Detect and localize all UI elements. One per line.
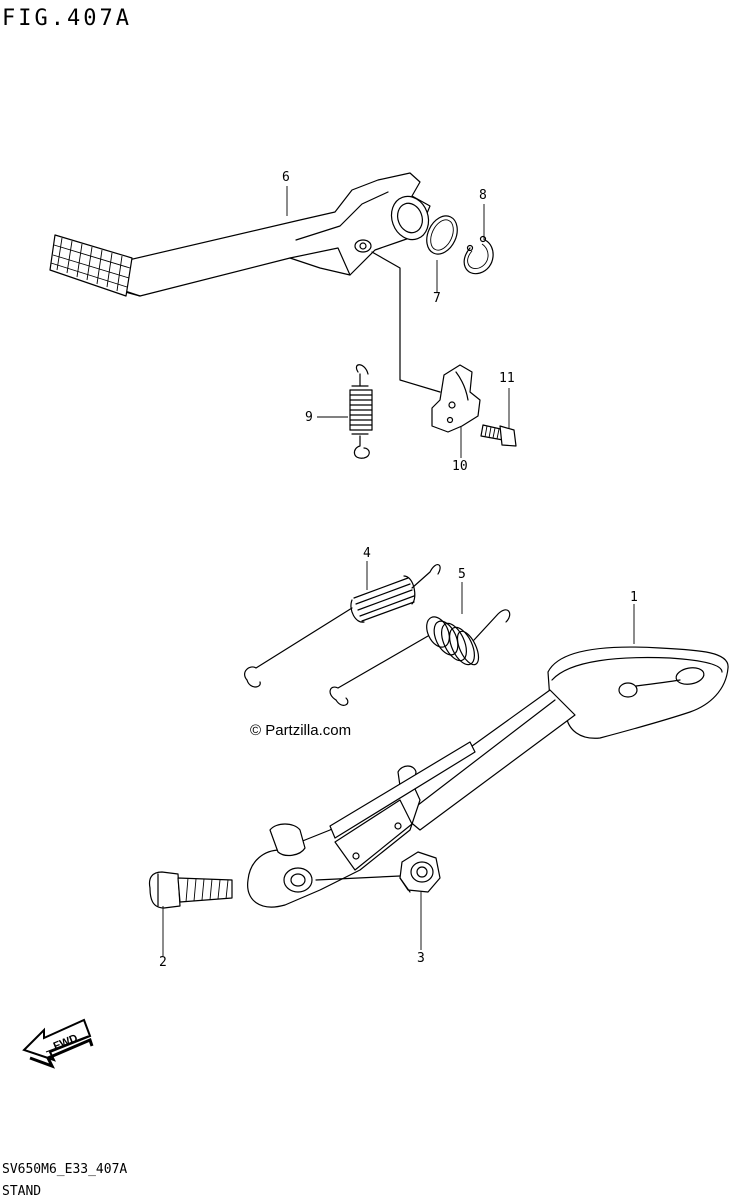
callout-1: 1 <box>630 590 638 605</box>
callout-7: 7 <box>433 291 441 306</box>
callout-9: 9 <box>305 410 313 425</box>
callout-11: 11 <box>499 371 515 386</box>
figure-name: STAND <box>2 1184 42 1199</box>
figure-title: FIG.407A <box>2 6 132 31</box>
callout-2: 2 <box>159 955 167 970</box>
part-10-bracket[interactable] <box>432 365 480 432</box>
part-6-pedal-lever[interactable] <box>50 173 434 296</box>
part-2-bolt[interactable] <box>150 872 233 908</box>
callout-6: 6 <box>282 170 290 185</box>
part-3-nut[interactable] <box>400 852 440 892</box>
part-1-side-stand[interactable] <box>248 647 728 907</box>
callout-3: 3 <box>417 951 425 966</box>
part-11-screw[interactable] <box>481 425 516 446</box>
watermark: © Partzilla.com <box>250 722 352 739</box>
part-5-spring[interactable] <box>330 610 510 706</box>
callout-10: 10 <box>452 459 468 474</box>
part-7-o-ring[interactable] <box>421 211 463 259</box>
part-9-spring[interactable] <box>350 365 372 458</box>
callout-8: 8 <box>479 188 487 203</box>
figure-code: SV650M6_E33_407A <box>2 1162 128 1177</box>
part-4-spring[interactable] <box>245 565 441 687</box>
part-8-circlip[interactable] <box>464 237 493 274</box>
callout-leaders <box>163 186 634 956</box>
callout-4: 4 <box>363 546 371 561</box>
pedal-footrest <box>50 235 132 296</box>
fwd-arrow-icon: FWD <box>24 1020 92 1066</box>
callout-5: 5 <box>458 567 466 582</box>
